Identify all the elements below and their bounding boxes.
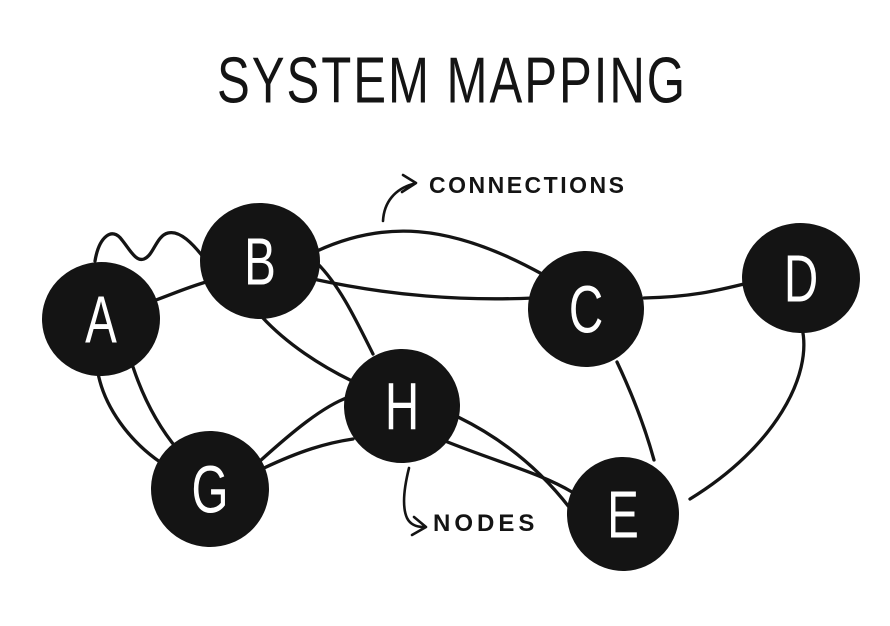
edge-A-B — [154, 280, 208, 302]
edge-B-H — [260, 315, 354, 383]
edge-H-E — [456, 415, 571, 509]
node-label-D: D — [784, 243, 818, 317]
edge-H-E — [443, 439, 574, 494]
node-circle-D — [742, 222, 860, 334]
node-C: C — [528, 251, 644, 367]
node-circle-H — [344, 348, 460, 464]
edge-B-C — [315, 229, 544, 276]
nodes-arrow-icon — [402, 466, 428, 537]
node-circle-A — [42, 261, 160, 377]
node-label-A: A — [85, 284, 117, 358]
connections-arrow-icon — [381, 173, 418, 223]
node-H: H — [344, 348, 460, 464]
node-label-B: B — [244, 226, 276, 300]
edge-B-H — [315, 261, 375, 356]
node-B: B — [200, 202, 320, 320]
edge-C-E — [615, 360, 656, 462]
node-label-C: C — [569, 274, 603, 348]
node-circle-B — [200, 202, 320, 320]
edge-D-E — [688, 326, 806, 501]
node-G: G — [151, 430, 269, 548]
node-label-G: G — [192, 454, 229, 528]
nodes-label: NODES — [433, 510, 538, 537]
edge-A-G — [131, 365, 180, 452]
edge-C-D — [642, 281, 750, 300]
node-circle-G — [151, 430, 269, 548]
connections-label: CONNECTIONS — [429, 172, 626, 198]
node-circle-C — [528, 251, 644, 367]
node-D: D — [742, 222, 860, 334]
edges-layer — [93, 229, 806, 509]
edge-A-G — [96, 371, 168, 468]
nodes-layer: A B C D E G H — [42, 202, 860, 571]
node-label-H: H — [385, 371, 419, 445]
node-A: A — [42, 261, 160, 377]
edge-A-B — [93, 230, 206, 263]
edge-G-H — [262, 437, 355, 470]
edge-G-H — [258, 395, 351, 463]
diagram-title: SYSTEM MAPPING — [217, 46, 687, 118]
node-label-E: E — [607, 479, 639, 553]
node-circle-E — [566, 457, 680, 571]
edge-B-C — [311, 277, 536, 301]
node-E: E — [566, 457, 680, 571]
